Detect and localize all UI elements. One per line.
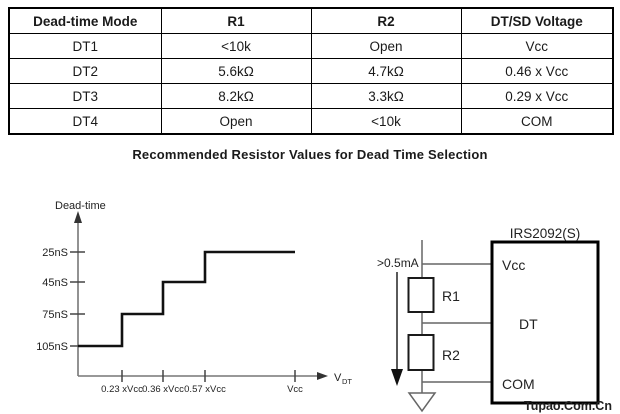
x-axis-title: V (334, 372, 342, 384)
resistor-label-r2: R2 (442, 347, 460, 363)
resistor-r2 (407, 334, 435, 371)
x-tick-label: 0.36 xVcc (142, 384, 184, 395)
table-row: DT4 Open <10k COM (8, 108, 614, 135)
x-axis-title-subscript: DT (342, 377, 352, 386)
y-tick-label: 45nS (42, 277, 68, 289)
col-header-r1: R1 (160, 7, 312, 34)
cell-mode: DT4 (8, 108, 162, 135)
current-label: >0.5mA (377, 256, 419, 270)
pin-label-vcc: Vcc (502, 257, 525, 273)
col-header-r2: R2 (310, 7, 462, 34)
cell-r1: Open (160, 108, 312, 135)
table-caption: Recommended Resistor Values for Dead Tim… (132, 147, 488, 162)
table-row: DT1 <10k Open Vcc (8, 33, 614, 59)
table-header-row: Dead-time Mode R1 R2 DT/SD Voltage (8, 7, 614, 34)
cell-voltage: COM (460, 108, 614, 135)
y-tick-label: 25nS (42, 247, 68, 259)
dead-time-step-chart: 25nS 45nS 75nS 105nS 0.23 xVcc 0.36 xVcc… (36, 200, 352, 395)
x-tick-label: 0.57 xVcc (184, 384, 226, 395)
cell-r2: Open (310, 33, 462, 59)
col-header-dtsd-voltage: DT/SD Voltage (460, 7, 614, 34)
current-arrow-head-icon (391, 369, 403, 386)
dead-time-mode-table: Dead-time Mode R1 R2 DT/SD Voltage DT1 <… (8, 7, 614, 135)
x-tick-label: Vcc (287, 384, 303, 395)
cell-r2: 4.7kΩ (310, 58, 462, 84)
cell-mode: DT1 (8, 33, 162, 59)
pin-label-com: COM (502, 376, 535, 392)
table-row: DT2 5.6kΩ 4.7kΩ 0.46 x Vcc (8, 58, 614, 84)
cell-voltage: Vcc (460, 33, 614, 59)
ic-label: IRS2092(S) (510, 226, 581, 241)
cell-mode: DT2 (8, 58, 162, 84)
cell-r1: 8.2kΩ (160, 83, 312, 109)
y-tick-label: 75nS (42, 309, 68, 321)
ic-box (490, 240, 600, 405)
watermark: Tupao.Com.Cn (524, 399, 612, 413)
resistor-r1 (407, 277, 435, 313)
y-axis-title: Dead-time (55, 200, 106, 212)
dead-time-circuit: IRS2092(S) Vcc DT COM R1 R2 >0.5mA Tupao… (377, 226, 612, 413)
table-row: DT3 8.2kΩ 3.3kΩ 0.29 x Vcc (8, 83, 614, 109)
circuit-wires (421, 240, 492, 393)
resistor-label-r1: R1 (442, 288, 460, 304)
ground-icon (407, 392, 437, 413)
x-tick-label: 0.23 xVcc (101, 384, 143, 395)
cell-voltage: 0.46 x Vcc (460, 58, 614, 84)
x-axis-arrow-icon (317, 372, 328, 380)
cell-mode: DT3 (8, 83, 162, 109)
cell-r1: 5.6kΩ (160, 58, 312, 84)
y-tick-label: 105nS (36, 341, 68, 353)
col-header-dead-time-mode: Dead-time Mode (8, 7, 162, 34)
dead-time-step-line (78, 250, 295, 348)
y-axis-arrow-icon (74, 211, 82, 223)
figure-svg: 25nS 45nS 75nS 105nS 0.23 xVcc 0.36 xVcc… (36, 200, 612, 413)
cell-r2: 3.3kΩ (310, 83, 462, 109)
cell-r1: <10k (160, 33, 312, 59)
cell-r2: <10k (310, 108, 462, 135)
cell-voltage: 0.29 x Vcc (460, 83, 614, 109)
pin-label-dt: DT (519, 316, 538, 332)
